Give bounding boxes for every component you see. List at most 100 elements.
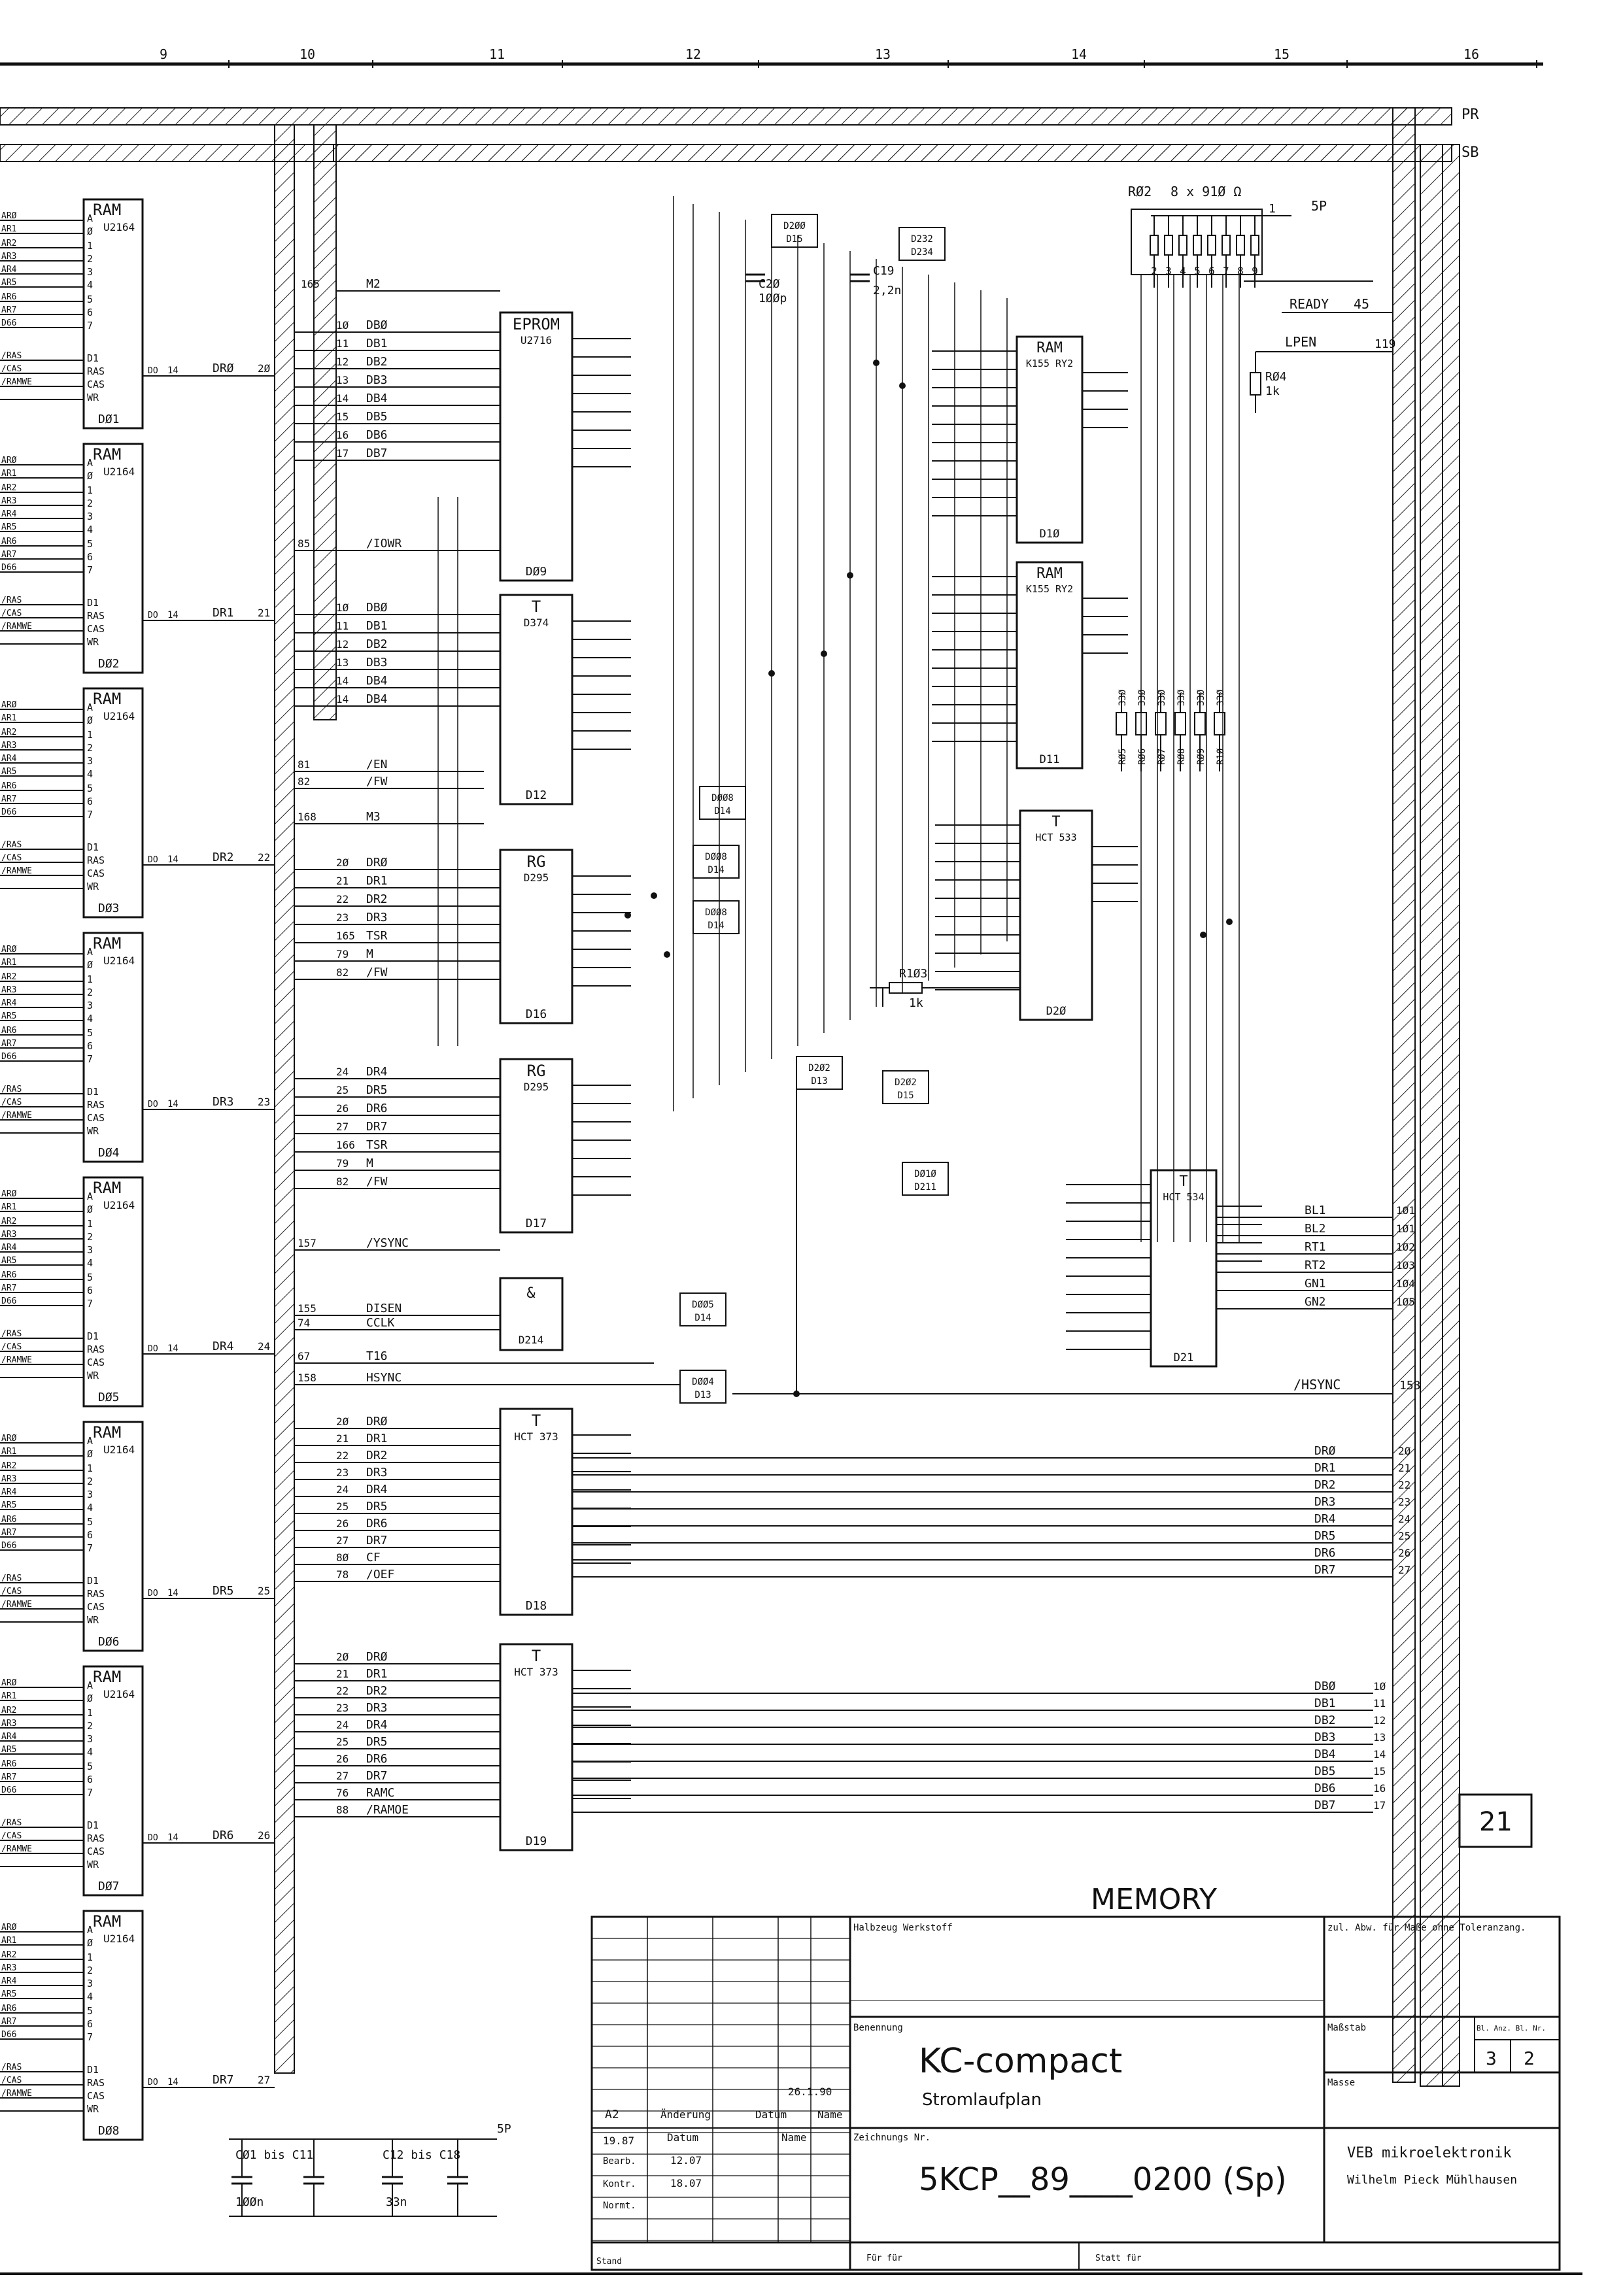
ram-pin-label: 3	[87, 1000, 93, 1011]
ram-input-signal: AR4	[1, 1732, 17, 1742]
ram-input-signal: /CAS	[1, 1587, 22, 1596]
pin-number: 14	[336, 693, 349, 705]
ram-out-net: DRØ	[213, 362, 234, 375]
resistor-element	[1250, 235, 1259, 256]
ram-do-label: DO	[148, 611, 158, 620]
net-label: DISEN	[366, 1302, 401, 1315]
top-capacitors: C2Ø 1ØØp C19 2,2n	[745, 264, 901, 305]
gate-d214-ref: D214	[519, 1334, 544, 1346]
bottom-cap-group2-value: 33n	[386, 2195, 407, 2209]
net-label: DB3	[1314, 1730, 1336, 1744]
c20-value: 1ØØp	[759, 292, 787, 305]
ram-pin-label: 5	[87, 2005, 93, 2017]
ram-pin-label: A	[87, 701, 93, 713]
resistor-pin: 3	[1165, 265, 1172, 277]
net-label: DR2	[366, 1684, 388, 1698]
net-label: M	[366, 947, 373, 961]
sheet-number-box: 21	[1458, 1793, 1533, 1848]
tb-row-normt: Normt.	[603, 2201, 636, 2211]
net-label: DB7	[1314, 1798, 1336, 1812]
pin-number: 2Ø	[336, 1651, 349, 1663]
logic-gate	[771, 214, 818, 248]
latch-d12	[499, 594, 573, 805]
ram-input-signal: /RAMWE	[1, 1111, 32, 1121]
gate-ref: D211	[914, 1182, 936, 1192]
pin-number: 1Ø1	[1396, 1204, 1415, 1217]
ram-pin-label: 7	[87, 1542, 93, 1554]
net-label: /RAMOE	[366, 1803, 409, 1817]
ram-out-net: DR2	[213, 851, 234, 864]
ram-input-signal: AR7	[1, 794, 16, 804]
ram-input-signal: AR2	[1, 1950, 16, 1960]
ram-chip-ref: DØ2	[98, 657, 120, 671]
lpen-group: LPEN 119 RØ4 1k	[1250, 334, 1396, 413]
bottom-cap-power: 5P	[497, 2122, 511, 2136]
ram-pin-label: 3	[87, 1733, 93, 1745]
logic-gate	[679, 1370, 726, 1404]
ram-pin-label: 1	[87, 1951, 93, 1963]
r02-pin1: 1	[1269, 202, 1276, 216]
ram-do-pin: 14	[167, 2077, 179, 2087]
ram-pin-label: 2	[87, 1476, 93, 1487]
ram-input-signal: D66	[1, 1296, 16, 1306]
tb-datum-2: Datum	[667, 2131, 698, 2144]
ram-pin-label: WR	[87, 2103, 99, 2115]
ram-input-signal: /RAS	[1, 1574, 22, 1583]
ram-d11-ref: D11	[1040, 753, 1060, 766]
pin-number: 13	[336, 374, 349, 386]
register-d16-type: RG	[527, 853, 546, 871]
tb-benennung: KC-compact	[919, 2042, 1122, 2081]
resistor-value: 33Ø	[1118, 689, 1128, 706]
net-label: DRØ	[366, 1650, 388, 1664]
gate-d214	[499, 1277, 564, 1351]
net-label: DB2	[1314, 1714, 1336, 1727]
ram-input-signal: AR6	[1, 537, 16, 547]
ram-pin-label: RAS	[87, 1832, 105, 1844]
ram-pin-label: 4	[87, 1991, 93, 2002]
ram-pin-label: 7	[87, 320, 93, 331]
ready-label: READY	[1290, 296, 1329, 312]
ram-input-signal: AR1	[1, 1447, 16, 1457]
c20-ref: C2Ø	[759, 277, 780, 291]
tb-halbzeug: Halbzeug Werkstoff	[853, 1923, 953, 1933]
hsync-right-pin: 153	[1399, 1379, 1421, 1393]
ram-pin-label: 4	[87, 524, 93, 535]
resistor-pin: 5	[1194, 265, 1201, 277]
ram-input-signal: /RAMWE	[1, 622, 32, 632]
resistor-ref: RØ8	[1176, 749, 1187, 765]
pin-number: 16	[1373, 1782, 1386, 1795]
resistor-r103: R1Ø3 1k	[870, 967, 1020, 1010]
latch-d20	[1019, 809, 1093, 1021]
ram-input-signal: ARØ	[1, 700, 17, 710]
tb-company: VEB mikroelektronik	[1347, 2145, 1512, 2161]
ram-pin-label: 2	[87, 498, 93, 509]
resistor-element	[1164, 235, 1173, 256]
ram-pin-label: 6	[87, 1529, 93, 1541]
ram-pin-label: 5	[87, 783, 93, 794]
ram-input-signal: AR2	[1, 728, 16, 737]
r103-ref: R1Ø3	[899, 967, 927, 981]
ram-input-signal: AR1	[1, 713, 16, 723]
net-label: HSYNC	[366, 1371, 401, 1385]
tb-row-date-1: 12.07	[670, 2154, 702, 2167]
junction-dot	[768, 670, 775, 677]
pin-number: 82	[298, 775, 310, 788]
ram-input-signal: AR6	[1, 781, 16, 791]
pin-number: 24	[336, 1483, 349, 1496]
ram-out-pin: 21	[258, 607, 270, 619]
ram-pin-label: WR	[87, 636, 99, 648]
ram-d10	[1016, 335, 1084, 544]
ram-do-pin: 14	[167, 1832, 179, 1843]
net-label: DB2	[366, 637, 388, 651]
ram-pin-label: CAS	[87, 379, 105, 390]
net-label: DR3	[1314, 1495, 1336, 1509]
pin-number: 157	[298, 1237, 316, 1249]
net-label: DR1	[366, 1667, 388, 1681]
latch-d18-type: T	[532, 1411, 541, 1430]
pin-number: 15	[1373, 1765, 1386, 1778]
ram-chip-ref: DØ6	[98, 1635, 120, 1649]
tb-sheet-count: 3	[1486, 2048, 1497, 2069]
ram-input-signal: AR5	[1, 1745, 16, 1755]
ram-pin-label: 5	[87, 294, 93, 305]
pin-number: 88	[336, 1804, 349, 1816]
